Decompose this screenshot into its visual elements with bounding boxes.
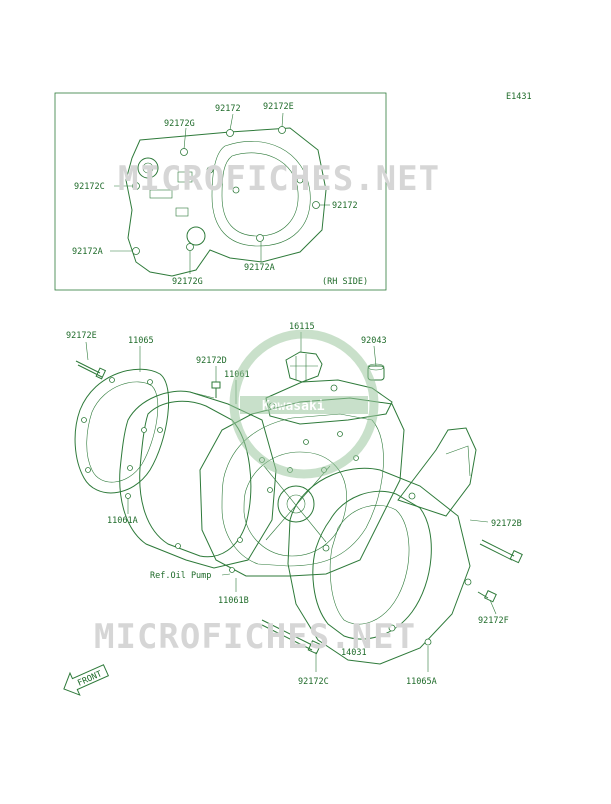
inset-bolt-hole — [296, 176, 304, 184]
gasket-11065 — [74, 368, 170, 494]
inset-caption: (RH SIDE) — [322, 277, 368, 287]
inset-bolt-hole — [180, 148, 188, 156]
front-direction-arrow: FRONT — [63, 664, 110, 696]
part-callout: 92043 — [361, 336, 387, 346]
front-label: FRONT — [76, 669, 103, 689]
inset-callout: 92172A — [244, 263, 275, 273]
oil-cap-16115 — [285, 351, 323, 383]
inset-callout: 92172A — [72, 247, 103, 257]
inset-boss — [186, 226, 206, 246]
inset-bolt-hole — [226, 129, 234, 137]
kawasaki-watermark-logo: Kawasaki — [229, 329, 379, 479]
inset-bolt-hole — [206, 166, 214, 174]
inset-oil-window — [137, 157, 159, 179]
leader-line — [85, 341, 89, 361]
part-callout: 92172E — [66, 331, 97, 341]
part-callout: 92172D — [196, 356, 227, 366]
inset-cover-inner-ring — [211, 141, 311, 247]
inset-callout: 92172E — [263, 102, 294, 112]
leader-line — [183, 127, 187, 150]
inset-frame — [54, 92, 387, 291]
cover-body — [119, 390, 277, 569]
inset-rib — [149, 189, 173, 199]
inset-bolt-hole — [256, 234, 264, 242]
leader-line — [221, 573, 231, 576]
inset-callout: 92172G — [172, 277, 203, 287]
bolt-92172C — [259, 619, 322, 655]
inset-oil-window-inner — [142, 162, 154, 174]
bolt-92172F — [477, 590, 497, 603]
inset-cover-outline — [125, 127, 327, 277]
inset-bolt-hole — [132, 247, 140, 255]
bolt-92172D — [211, 381, 221, 398]
leader-line — [229, 113, 234, 131]
inset-callout: 92172 — [215, 104, 241, 114]
inset-rib-3 — [175, 207, 189, 217]
part-callout: 14031 — [341, 648, 367, 658]
leader-line — [489, 599, 497, 615]
leader-line — [469, 519, 489, 523]
watermark: MICROFICHES.NET — [94, 617, 416, 657]
inset-callout: 92172G — [164, 119, 195, 129]
bolt-92172B — [479, 539, 523, 564]
part-callout: 92172F — [478, 616, 509, 626]
inset-rib-2 — [177, 171, 193, 183]
part-callout: 16115 — [289, 322, 315, 332]
leader-line — [373, 345, 377, 367]
inset-bolt-hole — [278, 126, 286, 134]
part-callout: Ref.Oil Pump — [150, 571, 211, 581]
inset-bolt-hole — [312, 201, 320, 209]
figure-code: E1431 — [506, 92, 532, 102]
leader-line — [281, 112, 284, 128]
svg-text:Kawasaki: Kawasaki — [262, 399, 325, 414]
bolt-92172E — [75, 360, 107, 380]
part-callout: 11061B — [218, 596, 249, 606]
part-callout: 92172B — [491, 519, 522, 529]
part-callout: 11065 — [128, 336, 154, 346]
part-callout: 11061A — [107, 516, 138, 526]
watermark: MICROFICHES.NET — [118, 159, 440, 199]
inset-bolt-hole — [132, 182, 140, 190]
part-callout: 11065A — [406, 677, 437, 687]
inset-panel: 92172 92172E 92172G 92172C 92172 92172A … — [54, 92, 387, 291]
part-callout: 92172C — [298, 677, 329, 687]
inset-callout: 92172 — [332, 201, 358, 211]
inset-bolt-hole — [186, 243, 194, 251]
inset-bolt-hole — [232, 186, 240, 194]
outer-cover — [287, 427, 477, 665]
inset-callout: 92172C — [74, 182, 105, 192]
